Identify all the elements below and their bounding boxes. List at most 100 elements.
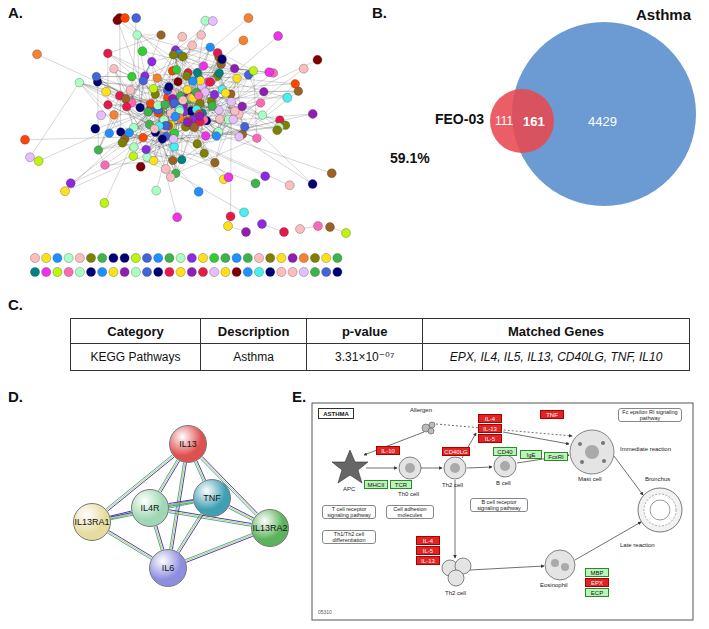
protein-network: [21, 14, 351, 277]
edge-strand: [161, 461, 180, 492]
th0-cell: [399, 457, 421, 479]
network-node: [200, 149, 209, 158]
network-node: [42, 267, 51, 276]
table-cell: Category: [71, 319, 201, 344]
network-node: [231, 107, 240, 116]
network-node: [230, 64, 239, 73]
network-node: [249, 66, 258, 75]
network-node: [53, 253, 62, 262]
network-node: [308, 109, 317, 118]
network-link: [108, 53, 183, 100]
network-node: [210, 267, 219, 276]
network-node: [149, 84, 158, 93]
edge-strand: [155, 526, 162, 550]
edge-strand: [154, 527, 161, 551]
kegg-map: [312, 403, 693, 620]
network-node: [183, 85, 192, 94]
network-link: [98, 96, 119, 150]
network-node: [221, 89, 230, 98]
protein-node: IL4R: [131, 489, 169, 527]
network-node: [101, 161, 110, 170]
table-cell: EPX, IL4, IL5, IL13, CD40LG, TNF, IL10: [423, 344, 690, 371]
edge-strand: [169, 500, 193, 504]
edge-strand: [230, 505, 254, 518]
network-node: [129, 152, 138, 161]
node-text: IL-4: [485, 416, 495, 422]
network-link: [125, 40, 244, 138]
edge-strand: [108, 532, 151, 558]
network-node: [153, 74, 162, 83]
network-node: [215, 115, 224, 124]
network-node: [193, 68, 202, 77]
network-node: [148, 57, 157, 66]
text-label: A.: [8, 4, 23, 21]
network-node: [30, 267, 39, 276]
network-node: [120, 253, 129, 262]
network-link: [122, 94, 230, 143]
network-node: [131, 267, 140, 276]
table-cell: Matched Genes: [423, 319, 690, 344]
network-node: [243, 253, 252, 262]
network-node: [258, 111, 267, 120]
edge-strand: [186, 535, 253, 561]
network-node: [187, 253, 196, 262]
gene-box: EPX: [585, 578, 609, 587]
protein-node: IL13RA2: [251, 509, 289, 547]
network-node: [170, 99, 179, 108]
network-node: [142, 145, 151, 154]
eosinophil-cell: [545, 550, 575, 580]
kegg-frame: [312, 403, 693, 620]
network-node: [154, 253, 163, 262]
network-node: [333, 253, 342, 262]
network-link: [79, 83, 164, 120]
th2-cell-group: [442, 558, 471, 586]
network-node: [314, 222, 323, 231]
network-node: [75, 253, 84, 262]
network-node: [110, 64, 119, 73]
text-label: Eosinophil: [540, 582, 568, 588]
network-node: [188, 41, 197, 50]
network-node: [251, 179, 260, 188]
network-node: [229, 115, 238, 124]
edge-strand: [172, 463, 186, 549]
network-node: [313, 55, 322, 64]
network-node: [138, 47, 147, 56]
edge-strand: [169, 501, 193, 505]
th2-cell: [444, 457, 466, 479]
edge-strand: [202, 457, 257, 514]
network-node: [128, 72, 137, 81]
edge-strand: [197, 461, 206, 480]
network-node: [139, 133, 148, 142]
pathway-label: Cell adhesion molecules: [386, 505, 434, 519]
network-node: [152, 186, 161, 195]
edge-strand: [158, 460, 177, 491]
text-label: p-value: [311, 324, 418, 339]
network-node: [187, 267, 196, 276]
network-node: [258, 220, 267, 229]
network-node: [104, 101, 113, 110]
network-link: [164, 120, 224, 179]
network-node: [142, 253, 151, 262]
network-link: [127, 107, 175, 134]
network-node: [342, 229, 351, 238]
network-node: [64, 253, 73, 262]
network-link: [98, 115, 114, 150]
edge-strand: [160, 460, 179, 491]
network-node: [310, 253, 319, 262]
edge-strand: [169, 510, 252, 524]
network-node: [253, 134, 262, 143]
network-link: [264, 91, 299, 93]
network-node: [280, 228, 289, 237]
network-link: [214, 95, 285, 126]
network-node: [169, 50, 178, 59]
network-link: [107, 53, 108, 104]
network-node: [283, 93, 292, 102]
network-node: [254, 253, 263, 262]
network-node: [161, 164, 170, 173]
network-link: [253, 71, 256, 138]
gene-box: TCR: [390, 480, 412, 489]
node-text: IL-13: [483, 426, 497, 432]
network-link: [79, 83, 159, 127]
network-link: [147, 157, 244, 212]
